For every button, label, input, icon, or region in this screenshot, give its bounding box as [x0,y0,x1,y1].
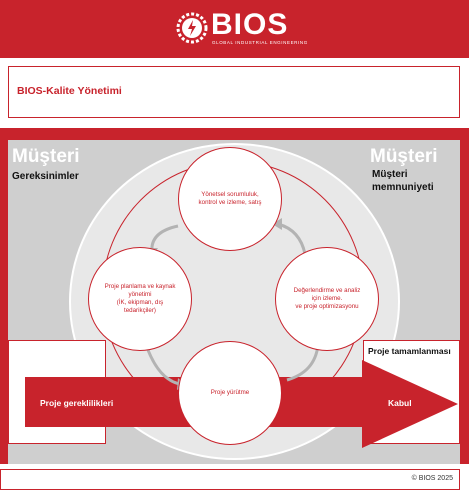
node-planning-label: Proje planlama ve kaynak yönetimi (İK, e… [104,283,176,314]
header: BIOS GLOBAL INDUSTRIAL ENGINEERING [0,0,469,58]
node-planning: Proje planlama ve kaynak yönetimi (İK, e… [88,247,192,351]
logo-text: BIOS [211,8,289,41]
page-title: BIOS-Kalite Yönetimi [17,85,122,97]
flow-start-label: Proje gereklilikleri [40,398,114,408]
bios-logo: BIOS GLOBAL INDUSTRIAL ENGINEERING [175,8,307,50]
flow-end-label: Kabul [388,398,412,408]
left-subtitle: Gereksinimler [12,171,79,182]
node-evaluation: Değerlendirme ve analiz için izleme. ve … [275,247,379,351]
completion-label: Proje tamamlanması [368,346,451,356]
right-title: Müşteri [370,146,438,167]
copyright: © BIOS 2025 [411,475,453,482]
cycle-arrow-bottom-right [286,344,320,382]
node-evaluation-label: Değerlendirme ve analiz için izleme. ve … [293,287,361,310]
right-subtitle-line2: memnuniyeti [372,182,434,193]
node-execution-label: Proje yürütme [210,389,250,396]
cycle-arrow-bottom-left [146,349,181,386]
node-management: Yönetsel sorumluluk, kontrol ve izleme, … [178,147,282,251]
title-box: BIOS-Kalite Yönetimi [8,66,460,118]
cycle-arrow-top-right [277,222,307,255]
gear-logo-icon [176,12,208,44]
left-title: Müşteri [12,146,80,167]
right-subtitle-line1: Müşteri [372,169,408,180]
footer: © BIOS 2025 [0,469,460,490]
node-execution: Proje yürütme [178,341,282,445]
logo-subtitle: GLOBAL INDUSTRIAL ENGINEERING [212,40,308,45]
node-management-label: Yönetsel sorumluluk, kontrol ve izleme, … [198,191,262,206]
